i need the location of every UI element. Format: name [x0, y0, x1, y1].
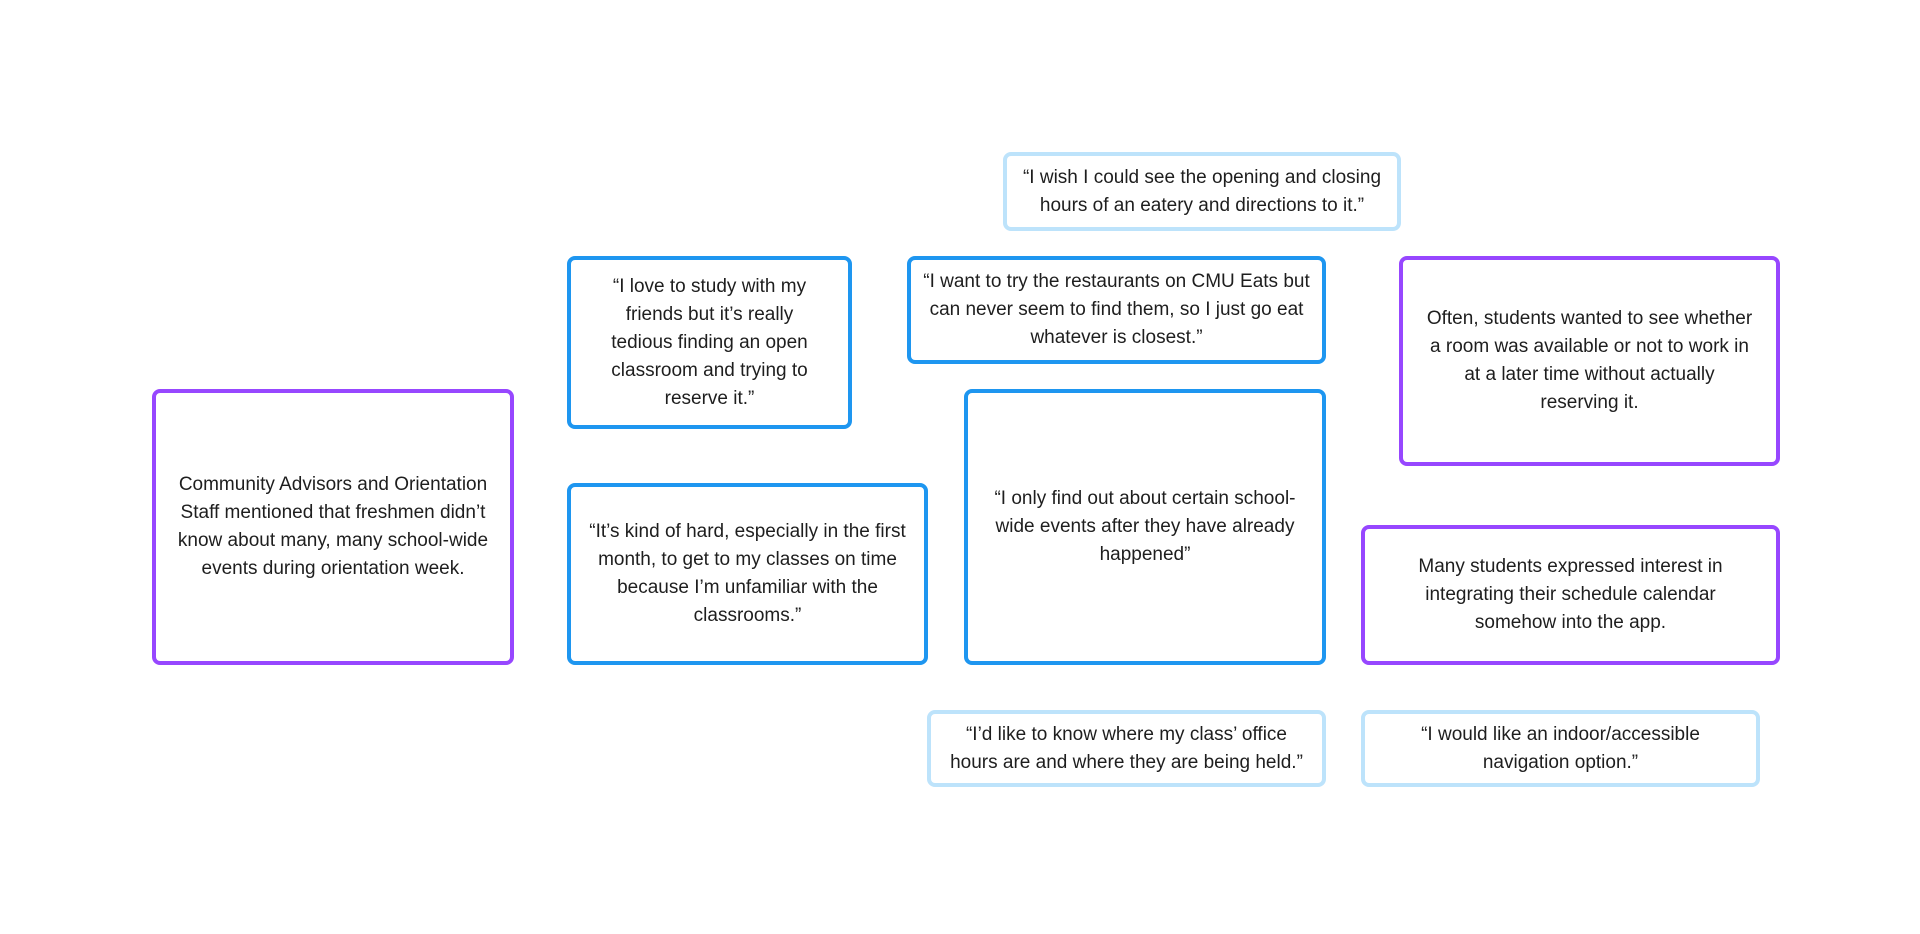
- quote-card-cmu-eats: “I want to try the restaurants on CMU Ea…: [907, 256, 1326, 364]
- quote-card-study-friends: “I love to study with my friends but it’…: [567, 256, 852, 429]
- card-text: “I wish I could see the opening and clos…: [1022, 166, 1382, 216]
- card-text: Often, students wanted to see whether a …: [1426, 308, 1753, 413]
- card-text: “It’s kind of hard, especially in the fi…: [589, 521, 906, 626]
- insight-card-room-availability: Often, students wanted to see whether a …: [1399, 256, 1780, 466]
- insight-card-community-advisors: Community Advisors and Orientation Staff…: [152, 389, 514, 665]
- quote-card-first-month: “It’s kind of hard, especially in the fi…: [567, 483, 928, 665]
- quote-card-indoor-navigation: “I would like an indoor/accessible navig…: [1361, 710, 1760, 787]
- insight-card-schedule-calendar: Many students expressed interest in inte…: [1361, 525, 1780, 665]
- card-text: “I want to try the restaurants on CMU Ea…: [923, 271, 1310, 348]
- quote-card-office-hours: “I’d like to know where my class’ office…: [927, 710, 1326, 787]
- card-text: “I’d like to know where my class’ office…: [950, 723, 1303, 773]
- quote-card-eatery-hours: “I wish I could see the opening and clos…: [1003, 152, 1401, 231]
- quote-card-school-events: “I only find out about certain school-wi…: [964, 389, 1326, 665]
- card-text: Many students expressed interest in inte…: [1418, 556, 1723, 633]
- card-text: Community Advisors and Orientation Staff…: [177, 474, 489, 579]
- card-text: “I love to study with my friends but it’…: [611, 275, 808, 409]
- card-text: “I only find out about certain school-wi…: [994, 488, 1296, 565]
- card-text: “I would like an indoor/accessible navig…: [1421, 723, 1700, 773]
